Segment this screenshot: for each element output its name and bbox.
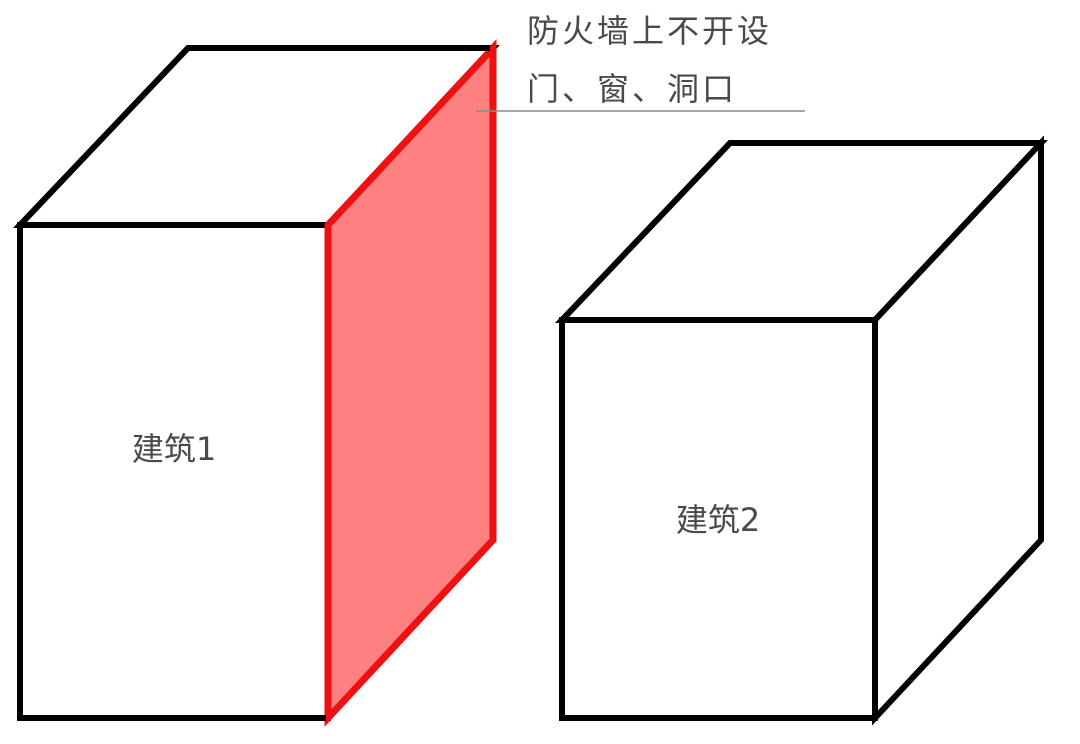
building-2-front-face (559, 317, 878, 721)
building-1-front-face (17, 222, 331, 721)
building-1: 建筑1 (13, 39, 500, 727)
annotation-line-2: 门、窗、洞口 (527, 70, 737, 108)
building-2-label: 建筑2 (676, 501, 760, 539)
building-1-label: 建筑1 (132, 430, 216, 468)
firewall-side-face (324, 39, 497, 727)
building-2: 建筑2 (555, 135, 1048, 726)
annotation-line-1: 防火墙上不开设 (527, 12, 772, 50)
firewall-annotation: 防火墙上不开设 门、窗、洞口 (476, 12, 805, 112)
